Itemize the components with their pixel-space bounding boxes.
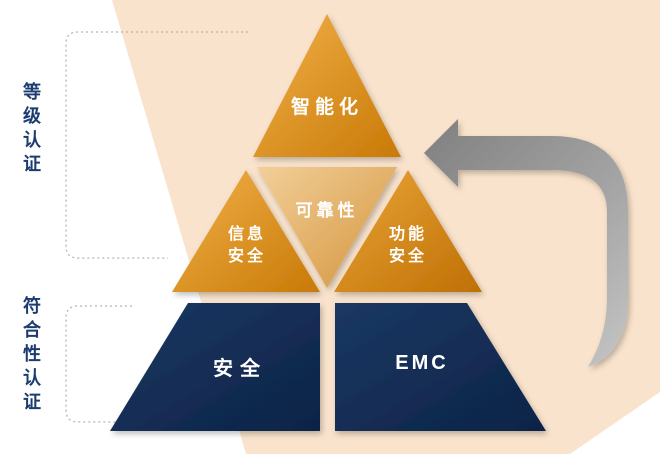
trapezoid-safety: [110, 303, 320, 431]
trapezoid-emc: [335, 303, 546, 431]
triangle-information-security: [172, 170, 320, 292]
curved-arrow-left-icon: [424, 119, 628, 367]
dotted-bracket-level-certification: [65, 31, 248, 259]
triangle-reliability: [257, 167, 397, 288]
dotted-bracket-conformity-certification: [65, 305, 132, 423]
triangle-functional-safety: [334, 170, 482, 292]
triangle-intelligence: [253, 14, 401, 157]
